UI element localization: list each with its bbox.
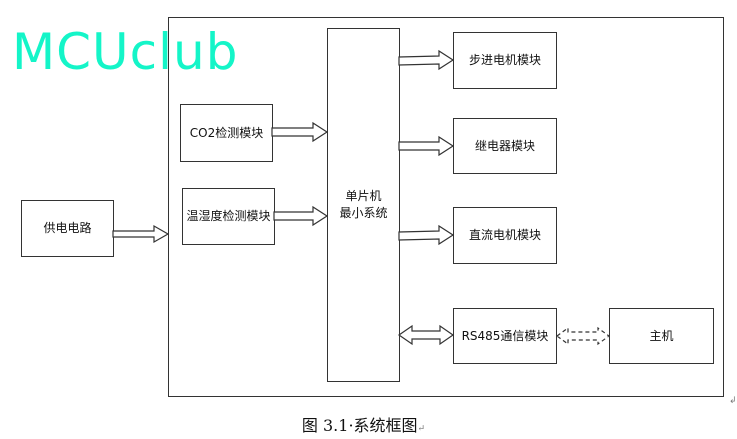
mcu-label-line1: 单片机 [345,189,382,203]
paragraph-mark: ↲ [729,396,737,406]
relay-module-box: 继电器模块 [453,118,557,174]
power-circuit-box: 供电电路 [21,200,114,257]
mcu-minimum-system-box: 单片机 最小系统 [327,28,400,382]
system-frame [168,17,724,397]
host-box: 主机 [609,308,714,364]
dc-motor-module-box: 直流电机模块 [453,207,557,264]
host-label: 主机 [649,328,674,343]
mcu-label-line2: 最小系统 [339,206,388,220]
stepper-motor-module-box: 步进电机模块 [453,32,557,89]
figure-caption: 图 3.1·系统框图↵ [0,412,737,436]
watermark-logo: MCUclub [12,23,239,81]
temp-humidity-module-box: 温湿度检测模块 [182,188,275,245]
figure-caption-text: 图 3.1·系统框图 [301,416,418,435]
power-circuit-label: 供电电路 [43,221,92,235]
relay-module-label: 继电器模块 [474,138,535,153]
temp-humidity-module-label: 温湿度检测模块 [186,209,271,223]
dc-motor-module-label: 直流电机模块 [468,228,541,242]
stepper-motor-module-label: 步进电机模块 [468,53,541,67]
caption-return-mark: ↵ [417,424,426,434]
co2-module-label: CO2检测模块 [189,125,264,140]
rs485-module-label: RS485通信模块 [461,328,549,343]
rs485-module-box: RS485通信模块 [453,308,557,364]
arrow-power-to-system [112,224,170,244]
co2-module-box: CO2检测模块 [180,104,273,162]
